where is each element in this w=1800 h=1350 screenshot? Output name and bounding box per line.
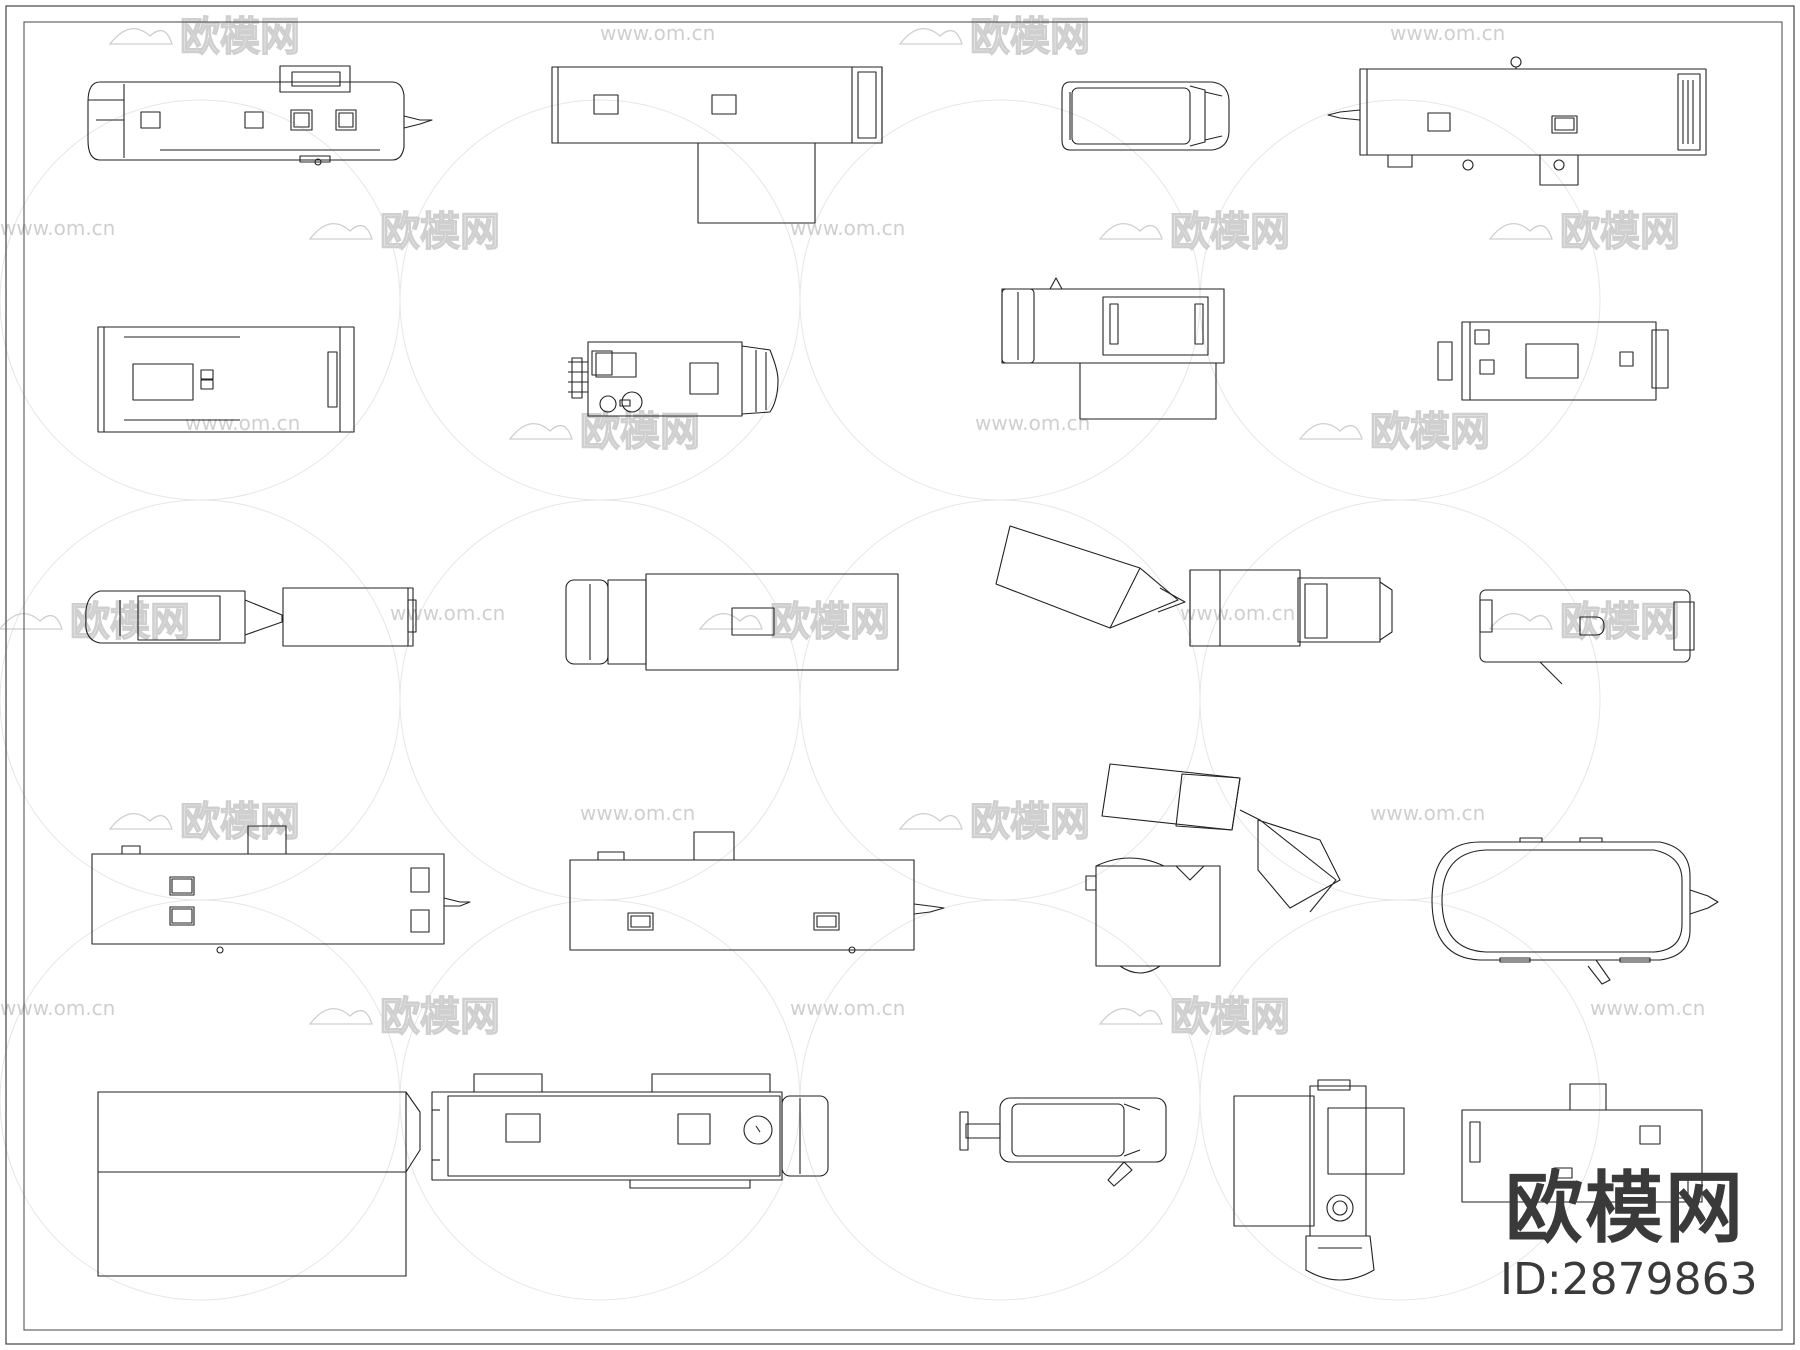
watermark-url: www.om.cn: [185, 411, 300, 435]
watermark-logo-icon: [1098, 223, 1163, 240]
vehicle-box-trailer-with-awning: [551, 66, 883, 224]
vehicle-travel-trailer: [1327, 56, 1707, 186]
watermark-logo: 欧模网: [1370, 409, 1490, 455]
watermark-url: www.om.cn: [1390, 21, 1505, 45]
watermark-arc: [399, 499, 801, 901]
vehicle-truck-with-trailers: [1085, 763, 1341, 974]
watermark-arc: [1199, 499, 1601, 901]
watermark-url: www.om.cn: [1180, 601, 1295, 625]
watermark-logo: 欧模网: [1560, 599, 1680, 645]
watermark-logo-icon: [698, 613, 763, 630]
vehicle-airstream-oval: [1431, 837, 1719, 985]
watermark-url: www.om.cn: [580, 801, 695, 825]
watermark-url: www.om.cn: [0, 216, 115, 240]
watermark-logo-icon: [898, 813, 963, 830]
watermark-logo-icon: [1488, 223, 1553, 240]
watermark-logo: 欧模网: [180, 799, 300, 845]
watermark-logo-icon: [308, 223, 373, 240]
watermark-url: www.om.cn: [790, 996, 905, 1020]
watermark-logo-icon: [1098, 1008, 1163, 1025]
watermark-url: www.om.cn: [0, 996, 115, 1020]
vehicle-van: [1061, 81, 1230, 151]
watermark-logo-icon: [508, 423, 573, 440]
watermark-logo: 欧模网: [1170, 994, 1290, 1040]
vehicle-small-trailer: [1437, 321, 1669, 401]
watermark-logo: 欧模网: [1560, 209, 1680, 255]
vehicle-truck-with-angled-trailer: [995, 525, 1393, 647]
watermark-url: www.om.cn: [790, 216, 905, 240]
vehicle-bus: [97, 326, 355, 433]
vehicle-fifth-wheel-trailer: [569, 831, 945, 954]
vehicle-motorhome: [431, 1073, 829, 1189]
watermark-url: www.om.cn: [1590, 996, 1705, 1020]
watermark-logo-icon: [0, 613, 63, 630]
watermark-logo: 欧模网: [970, 799, 1090, 845]
watermark-logo-icon: [308, 1008, 373, 1025]
vehicle-box-truck: [565, 573, 899, 671]
vehicle-car-with-trailer: [85, 587, 417, 647]
watermark-logo: 欧模网: [380, 994, 500, 1040]
watermark-arc: [1199, 899, 1601, 1301]
vehicle-truck-with-pop-out: [1233, 1079, 1405, 1281]
outer-border: [5, 5, 1795, 1345]
inner-border: [23, 21, 1783, 1331]
watermark-url: www.om.cn: [975, 411, 1090, 435]
vehicle-long-trailer: [91, 825, 471, 954]
vehicle-rounded-trailer: [1479, 589, 1695, 685]
watermark-logo-icon: [108, 813, 173, 830]
watermark-logo-icon: [108, 28, 173, 45]
watermark-logo: 欧模网: [770, 599, 890, 645]
watermark-logo: 欧模网: [1170, 209, 1290, 255]
watermark-layer: 欧模网欧模网欧模网欧模网欧模网欧模网欧模网欧模网欧模网欧模网欧模网欧模网欧模网欧…: [0, 13, 1705, 1301]
watermark-arc: [399, 899, 801, 1301]
vehicle-airstream-trailer: [87, 65, 433, 166]
watermark-logo: 欧模网: [180, 14, 300, 60]
watermark-logo-icon: [1488, 613, 1553, 630]
vehicle-compact-trailer: [1461, 1083, 1703, 1203]
watermark-arc: [799, 899, 1201, 1301]
watermark-arc: [0, 899, 401, 1301]
vehicle-tow-truck: [568, 341, 779, 417]
vehicle-suv: [959, 1097, 1167, 1187]
watermark-url: www.om.cn: [600, 21, 715, 45]
vehicle-pickup-with-camper: [1001, 277, 1225, 420]
watermark-logo: 欧模网: [380, 209, 500, 255]
watermark-logo-icon: [1298, 423, 1363, 440]
brand-block: 欧模网 ID:2879863: [1500, 1164, 1758, 1306]
watermark-logo: 欧模网: [970, 14, 1090, 60]
watermark-url: www.om.cn: [390, 601, 505, 625]
watermark-logo: 欧模网: [70, 599, 190, 645]
brand-logo-text: 欧模网: [1504, 1164, 1745, 1254]
watermark-arc: [799, 99, 1201, 501]
brand-id-text: ID:2879863: [1500, 1254, 1758, 1305]
watermark-url: www.om.cn: [1370, 801, 1485, 825]
watermark-logo-icon: [898, 28, 963, 45]
vehicle-large-box-trailer: [97, 1091, 421, 1277]
